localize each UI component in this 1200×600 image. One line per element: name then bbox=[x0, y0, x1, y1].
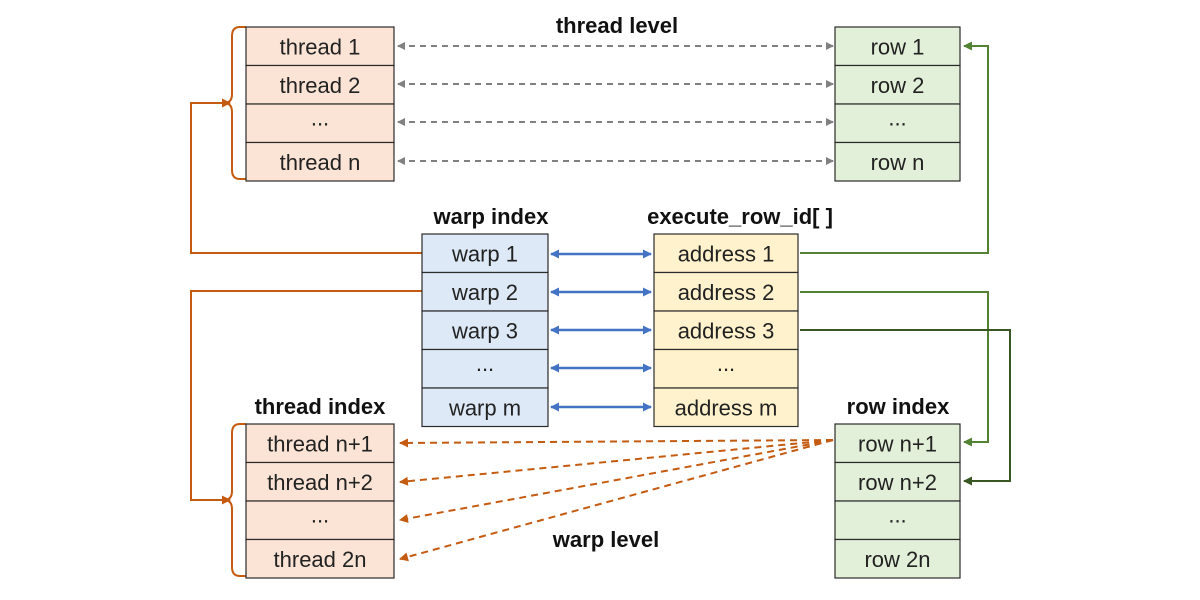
warp-level-link-3 bbox=[399, 439, 834, 523]
bottom-row-cell bbox=[834, 500, 961, 541]
warp-cell bbox=[421, 233, 549, 274]
address-cell bbox=[653, 387, 799, 428]
warp-label: warp 2 bbox=[451, 280, 518, 305]
warp-cell bbox=[421, 310, 549, 351]
bottom-row-column: row n+1 row n+2... row 2n bbox=[834, 423, 961, 579]
warp-label: warp 1 bbox=[451, 241, 518, 266]
address-label: ... bbox=[717, 351, 735, 376]
bottom-row-label: ... bbox=[888, 502, 906, 527]
warp2-to-thread-group-connector bbox=[190, 290, 422, 505]
top-thread-label: thread n bbox=[280, 150, 361, 175]
top-thread-cell bbox=[245, 64, 395, 105]
warp-label: warp 3 bbox=[451, 318, 518, 343]
bottom-row-label: row n+1 bbox=[858, 431, 937, 456]
top-row-label: row 2 bbox=[871, 73, 925, 98]
warp-cell bbox=[421, 348, 549, 389]
address-label: address 1 bbox=[678, 241, 775, 266]
top-thread-cell bbox=[245, 141, 395, 182]
top-row-label: row 1 bbox=[871, 34, 925, 59]
address-label: address m bbox=[675, 395, 778, 420]
top-thread-label: thread 2 bbox=[280, 73, 361, 98]
column-layer: thread 1 thread 2... thread n row 1 row 2...… bbox=[245, 26, 961, 579]
top-row-label: ... bbox=[888, 105, 906, 130]
address1-to-row1-connector bbox=[800, 41, 989, 254]
bottom-thread-column: thread n+1 thread n+2... thread 2n bbox=[245, 423, 395, 579]
bottom-row-label: row n+2 bbox=[858, 470, 937, 495]
address-cell bbox=[653, 348, 799, 389]
bottom-thread-cell bbox=[245, 538, 395, 579]
address-cell bbox=[653, 233, 799, 274]
execute-row-id-title: execute_row_id[ ] bbox=[647, 204, 833, 229]
thread-index-title: thread index bbox=[255, 394, 387, 419]
bottom-thread-cell bbox=[245, 500, 395, 541]
bottom-thread-cell bbox=[245, 423, 395, 464]
row-index-title: row index bbox=[847, 394, 950, 419]
top-row-cell bbox=[834, 141, 961, 182]
thread-level-title: thread level bbox=[556, 13, 678, 38]
bottom-thread-label: thread n+1 bbox=[267, 431, 373, 456]
top-thread-label: thread 1 bbox=[280, 34, 361, 59]
warp-level-link-1 bbox=[399, 438, 834, 448]
top-thread-cell bbox=[245, 26, 395, 67]
warp-level-link-4 bbox=[399, 439, 834, 562]
address2-to-row-n1-connector bbox=[800, 291, 989, 447]
address-column: address 1 address 2 address 3... address m bbox=[653, 233, 799, 428]
warp-index-title: warp index bbox=[433, 204, 550, 229]
bottom-thread-group-brace bbox=[223, 423, 246, 577]
address-label: address 2 bbox=[678, 280, 775, 305]
bottom-row-cell bbox=[834, 538, 961, 579]
warp-level-title: warp level bbox=[552, 527, 659, 552]
top-thread-column: thread 1 thread 2... thread n bbox=[245, 26, 395, 182]
top-row-label: row n bbox=[871, 150, 925, 175]
warp-column: warp 1 warp 2 warp 3... warp m bbox=[421, 233, 549, 428]
address-label: address 3 bbox=[678, 318, 775, 343]
bottom-thread-label: ... bbox=[311, 502, 329, 527]
top-thread-group-brace bbox=[223, 26, 246, 180]
warp-level-link-2 bbox=[399, 439, 834, 486]
bottom-thread-label: thread n+2 bbox=[267, 470, 373, 495]
warp-cell bbox=[421, 387, 549, 428]
warp-label: ... bbox=[476, 351, 494, 376]
top-thread-label: ... bbox=[311, 105, 329, 130]
bottom-thread-label: thread 2n bbox=[274, 547, 367, 572]
address3-to-row-n2-connector bbox=[800, 329, 1011, 486]
warp-label: warp m bbox=[448, 395, 521, 420]
address-cell bbox=[653, 271, 799, 312]
bottom-row-label: row 2n bbox=[864, 547, 930, 572]
top-row-column: row 1 row 2... row n bbox=[834, 26, 961, 182]
address-cell bbox=[653, 310, 799, 351]
top-thread-cell bbox=[245, 103, 395, 144]
warp1-to-thread-group-connector bbox=[190, 98, 422, 254]
top-row-cell bbox=[834, 26, 961, 67]
connector-layer bbox=[190, 26, 1011, 577]
warp-cell bbox=[421, 271, 549, 312]
top-row-cell bbox=[834, 64, 961, 105]
